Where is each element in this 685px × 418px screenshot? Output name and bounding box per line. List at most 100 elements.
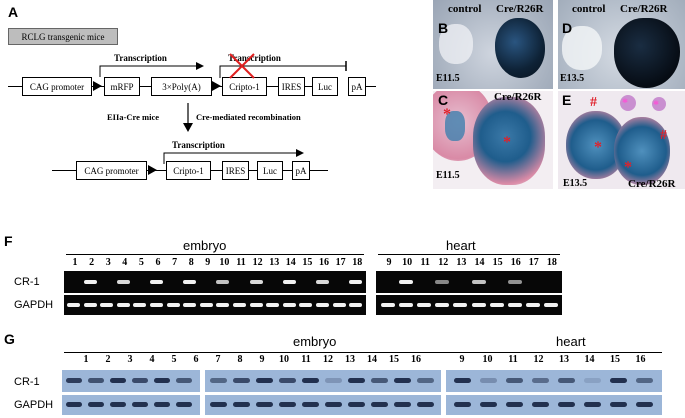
gel-band — [132, 402, 148, 407]
lane-number: 8 — [188, 257, 194, 268]
lane-number: 10 — [402, 257, 413, 268]
panel-g-gapdh-label: GAPDH — [14, 399, 54, 411]
lane-number: 12 — [252, 257, 263, 268]
gel-band — [132, 378, 148, 383]
panel-f-embryo-gapdh-gel — [64, 295, 366, 315]
panel-c-photo — [433, 91, 553, 189]
panel-e-letter: E — [562, 92, 572, 108]
panel-f-gapdh-label: GAPDH — [14, 299, 54, 311]
top-loxp-1 — [93, 81, 102, 91]
top-cag-promoter: CAG promoter — [22, 77, 92, 96]
panel-b-letter: B — [438, 20, 449, 36]
top-mrfp: mRFP — [104, 77, 140, 96]
panel-b-stage: E11.5 — [436, 73, 460, 84]
gel-band — [417, 402, 434, 407]
panel-b-photo — [433, 0, 553, 89]
gel-band — [210, 378, 227, 383]
panel-c-star-2: * — [503, 134, 511, 151]
lane-number: 16 — [635, 354, 646, 365]
lane-number: 6 — [155, 257, 161, 268]
lane-number: 15 — [302, 257, 313, 268]
panel-e-vessel-star-1: * — [622, 95, 628, 109]
panel-c-tissue-right — [473, 97, 545, 185]
bottom-loxp — [148, 165, 157, 175]
lane-number: 17 — [335, 257, 346, 268]
panel-d-stage: E13.5 — [560, 73, 585, 84]
gel-band — [154, 402, 170, 407]
lane-number: 7 — [172, 257, 178, 268]
top-loxp-2 — [212, 81, 221, 91]
rclg-mice-label: RCLG transgenic mice — [8, 28, 118, 45]
panel-c-letter: C — [438, 92, 449, 108]
lane-number: 11 — [236, 257, 246, 268]
lane-number: 9 — [386, 257, 392, 268]
lane-number: 14 — [584, 354, 595, 365]
transcription-label-2: Transcription — [228, 53, 281, 63]
panel-g-blot-1-gapdh — [62, 395, 200, 415]
panel-e-photo — [558, 91, 685, 189]
panel-f-heart-bracket — [378, 254, 560, 255]
lane-number: 12 — [323, 354, 333, 365]
bottom-luc: Luc — [257, 161, 283, 180]
gel-band — [316, 280, 329, 284]
gel-band — [417, 378, 434, 383]
eiia-cre-label: EIIa-Cre mice — [107, 112, 160, 122]
gel-band — [88, 378, 104, 383]
lane-number: 3 — [105, 257, 111, 268]
panel-f-cr1-label: CR-1 — [14, 276, 40, 288]
lane-number: 2 — [89, 257, 95, 268]
gel-band — [100, 303, 114, 307]
gel-band — [116, 280, 130, 284]
gel-band — [532, 402, 549, 407]
gel-band — [282, 303, 296, 307]
transcription-label-1: Transcription — [114, 53, 167, 63]
panel-f-embryo-bracket — [66, 254, 364, 255]
gel-band — [507, 280, 522, 284]
gel-band — [256, 402, 273, 407]
lane-number: 16 — [411, 354, 421, 365]
lane-number: 4 — [149, 354, 155, 365]
panel-e-stage: E13.5 — [563, 178, 588, 189]
gel-band — [316, 303, 329, 307]
gel-band — [249, 303, 263, 307]
gel-band — [399, 280, 414, 284]
panel-g-blot-2-cr1 — [205, 370, 441, 392]
lane-number: 8 — [237, 354, 243, 365]
control-heart-d — [562, 26, 602, 70]
gel-band — [435, 303, 450, 307]
cre-heart-d — [614, 18, 680, 88]
panel-b-control: control — [448, 3, 482, 15]
lane-number: 13 — [559, 354, 569, 365]
panel-c-stage: E11.5 — [436, 170, 460, 181]
panel-g-blot-3-cr1 — [446, 370, 662, 392]
gel-band — [584, 378, 601, 383]
panel-g-blot-2-gapdh — [205, 395, 441, 415]
lane-number: 6 — [193, 354, 199, 365]
lane-number: 16 — [319, 257, 329, 268]
lane-number: 17 — [528, 257, 539, 268]
gel-band — [150, 303, 163, 307]
gel-band — [150, 280, 163, 284]
lane-number: 3 — [127, 354, 133, 365]
lane-number: 12 — [438, 257, 449, 268]
gel-band — [154, 378, 170, 383]
gel-band — [454, 378, 471, 383]
cre-heart-b — [495, 18, 545, 78]
panel-f-embryo-cr1-gel — [64, 271, 366, 293]
gel-band — [266, 303, 280, 307]
panel-e-tissue-right — [614, 117, 670, 185]
gel-band — [216, 303, 230, 307]
gel-band — [558, 378, 575, 383]
gel-band — [507, 303, 522, 307]
panel-g-blot-1-cr1 — [62, 370, 200, 392]
bottom-ires: IRES — [222, 161, 249, 180]
gel-band — [183, 303, 197, 307]
lane-number: 15 — [389, 354, 399, 365]
top-ires: IRES — [278, 77, 305, 96]
gel-band — [199, 303, 213, 307]
gel-band — [249, 280, 263, 284]
lane-number: 1 — [83, 354, 89, 365]
lane-number: 12 — [533, 354, 544, 365]
lane-number: 5 — [138, 257, 144, 268]
panel-f-heart-cr1-gel — [376, 271, 562, 293]
